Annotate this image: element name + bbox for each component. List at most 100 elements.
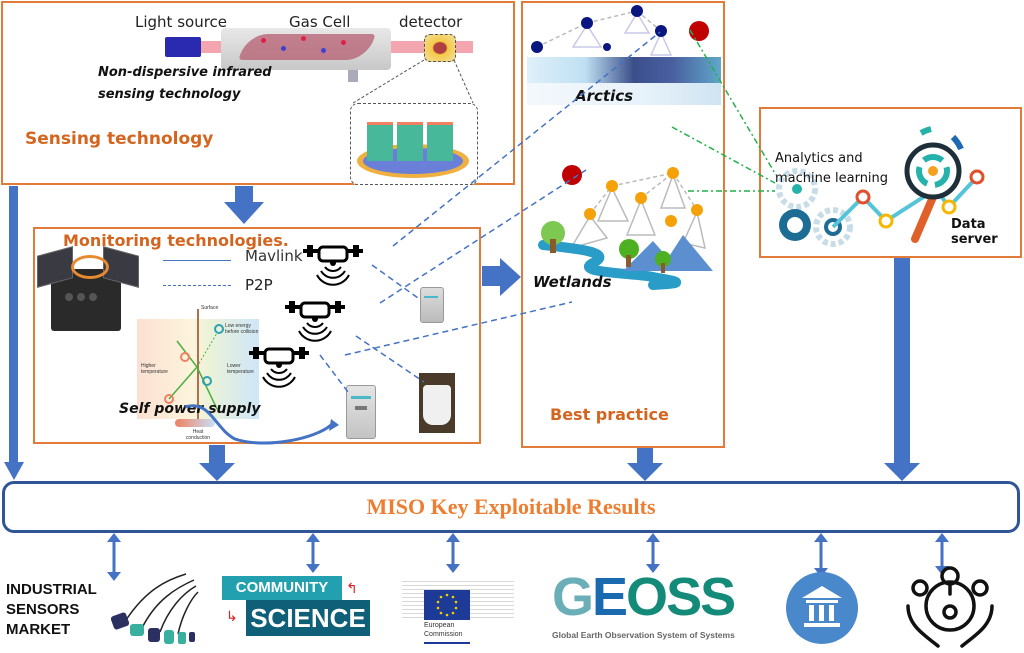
ndir-label-line1: Non-dispersive infrared: [98, 65, 272, 80]
sensing-technology-panel: Light source Gas Cell detector Non-dispe…: [1, 1, 515, 185]
tree: [619, 239, 639, 259]
mavlink-legend-line: [163, 260, 231, 261]
arctics-image: [527, 57, 721, 105]
science-banner: SCIENCE: [246, 600, 370, 636]
detector-zoom-lines: [352, 59, 474, 104]
proximity-sensors-image: [110, 573, 199, 644]
wetlands-node: [635, 192, 647, 204]
surface-label: Surface: [201, 305, 219, 311]
monitoring-technologies-panel: Monitoring technologies. Mavlink P2P Sur…: [33, 227, 481, 445]
arrow-down-icon: [199, 445, 235, 481]
wetlands-node: [691, 204, 703, 216]
european-label: European: [424, 622, 455, 629]
best-practice-panel: Arctics Wetlands Best practice: [521, 1, 725, 448]
bidirectional-arrow-icon: [646, 533, 660, 573]
data-link: [689, 29, 777, 176]
geoss-subtitle: Global Earth Observation System of Syste…: [552, 630, 735, 640]
community-science-logo: COMMUNITY SCIENCE ↰ ↳: [222, 576, 370, 638]
gas-sensor-device: [346, 385, 376, 439]
wetlands-node: [584, 208, 596, 220]
p2p-label: P2P: [245, 276, 273, 294]
cycle-arrow-icon: ↰: [346, 580, 358, 596]
detector-icon: [424, 34, 456, 62]
arrow-down-icon: [884, 258, 920, 481]
bidirectional-arrow-icon: [814, 533, 828, 577]
gas-sensor-device-small: [420, 287, 444, 323]
detector-label: detector: [399, 13, 463, 31]
arctics-node: [531, 41, 543, 53]
eu-flag-icon: [424, 590, 470, 620]
arctics-node: [631, 5, 643, 17]
p2p-link: [379, 169, 587, 304]
commission-label: Commission: [424, 631, 463, 638]
magnifier-handle: [911, 193, 937, 243]
geoss-wordmark: GEOSS: [552, 567, 736, 627]
arctics-node: [655, 25, 667, 37]
wetlands-node: [665, 215, 677, 227]
arctics-network: [531, 5, 709, 56]
sensing-technology-title: Sensing technology: [25, 129, 214, 149]
heat-conduction-label: Heat conduction: [185, 429, 211, 441]
industrial-sensors-market-logo: INDUSTRIAL SENSORS MARKET: [6, 573, 199, 646]
bidirectional-arrow-icon: [306, 533, 320, 573]
gear-icon: [776, 168, 818, 210]
wetlands-red-node: [562, 165, 582, 185]
arrow-down-icon: [627, 448, 663, 481]
monitoring-technologies-title: Monitoring technologies.: [63, 231, 289, 250]
community-banner: COMMUNITY: [222, 576, 342, 600]
data-server-panel: Analytics and machine learning Data serv…: [759, 107, 1022, 258]
arrow-down-icon: [4, 186, 24, 480]
gas-cell-icon: [221, 28, 391, 70]
p2p-link: [344, 301, 573, 356]
drone-icons: [184, 245, 363, 445]
river: [538, 240, 682, 290]
arrow-down-icon: [224, 186, 264, 224]
power-flow-arrow: [184, 404, 332, 445]
ndir-label-line2: sensing technology: [98, 87, 241, 102]
drone-icon: [285, 301, 345, 342]
p2p-link: [392, 31, 661, 247]
data-link: [671, 126, 776, 184]
mountains: [623, 235, 713, 271]
european-commission-logo: European Commission: [402, 572, 514, 650]
industrial-label: INDUSTRIAL: [6, 581, 97, 598]
soil-chamber-image: [419, 373, 455, 433]
analytics-label-line1: Analytics and: [775, 151, 863, 166]
arctics-node: [603, 43, 611, 51]
wetlands-node: [667, 167, 679, 179]
thermoelectric-diagram: Surface Low energy before collision High…: [137, 305, 259, 421]
arrow-right-icon: [482, 258, 521, 296]
mavlink-label: Mavlink: [245, 247, 303, 265]
light-source-icon: [165, 37, 201, 57]
low-energy-label: Low energy before collision: [225, 323, 259, 335]
analytics-label-line2: machine learning: [775, 171, 889, 186]
key-exploitable-results-bar: MISO Key Exploitable Results: [2, 481, 1020, 533]
market-label: MARKET: [6, 621, 71, 638]
community-environment-icon: [902, 566, 1002, 650]
drone-icon: [303, 245, 363, 286]
gas-cell-valve: [348, 70, 358, 82]
higher-temperature-label: Higher temperature: [141, 363, 168, 375]
bidirectional-arrow-icon: [107, 533, 121, 581]
gear-icon: [813, 207, 853, 247]
best-practice-title: Best practice: [550, 405, 669, 424]
arctics-node: [581, 17, 593, 29]
p2p-link: [355, 335, 425, 383]
arctics-red-node: [689, 21, 709, 41]
drone-icon: [249, 347, 309, 388]
arctics-label: Arctics: [575, 87, 634, 105]
self-power-supply-label: Self power supply: [119, 401, 261, 417]
drone-docking-station-image: [37, 241, 139, 333]
wetlands-network: [538, 165, 713, 290]
analytics-illustration: [776, 126, 985, 247]
wetlands-label: Wetlands: [533, 273, 612, 291]
data-server-title: Data server: [951, 217, 998, 247]
gas-cell-label: Gas Cell: [289, 13, 351, 31]
key-exploitable-results-title: MISO Key Exploitable Results: [366, 494, 656, 519]
cycle-arrow-icon: ↳: [226, 608, 238, 624]
wetlands-node: [606, 180, 618, 192]
public-institution-icon: [786, 572, 858, 644]
geoss-logo: GEOSS Global Earth Observation System of…: [550, 567, 766, 644]
